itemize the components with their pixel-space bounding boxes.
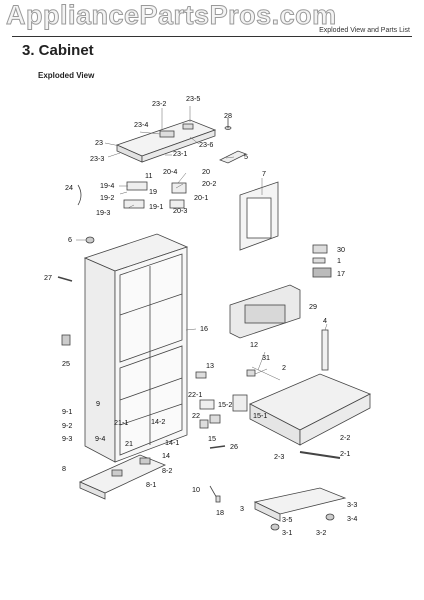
callout-30: 30 [337, 245, 345, 254]
callout-27: 27 [44, 273, 52, 282]
callout-22: 22 [192, 411, 200, 420]
base-assembly-2 [249, 373, 371, 446]
callout-9-1: 9-1 [62, 407, 72, 416]
callout-18: 18 [216, 508, 224, 517]
top-cover-part [115, 119, 217, 163]
callout-16: 16 [200, 324, 208, 333]
panel-29-part [229, 284, 301, 339]
callout-8-2: 8-2 [162, 466, 172, 475]
callout-23: 23 [95, 138, 103, 147]
callout-labels: 23-5 23-2 28 23-4 23 23-6 23-1 23-3 5 20… [44, 94, 357, 537]
callout-19-2: 19-2 [100, 193, 114, 202]
section-title: 3. Cabinet [22, 42, 94, 59]
callout-15-2: 15-2 [218, 400, 232, 409]
callout-12: 12 [250, 340, 258, 349]
callout-23-3: 23-3 [90, 154, 104, 163]
callout-19-1: 19-1 [149, 202, 163, 211]
misc-small-parts [57, 236, 256, 449]
callout-20-2: 20-2 [202, 179, 216, 188]
callout-8: 8 [62, 464, 66, 473]
callout-23-4: 23-4 [134, 120, 148, 129]
callout-23-5: 23-5 [186, 94, 200, 103]
callout-23-2: 23-2 [152, 99, 166, 108]
screw-28 [224, 118, 232, 130]
leader-lines [76, 106, 328, 381]
callout-9-4: 9-4 [95, 434, 105, 443]
callout-20: 20 [202, 167, 210, 176]
callout-10: 10 [192, 485, 200, 494]
callout-14-1: 14-1 [165, 438, 179, 447]
door-panel-part [239, 181, 279, 251]
cabinet-body [83, 233, 189, 463]
header-section-label: Exploded View and Parts List [319, 27, 410, 34]
callout-3-3: 3-3 [347, 500, 357, 509]
callout-3-5: 3-5 [282, 515, 292, 524]
callout-13: 13 [206, 361, 214, 370]
callout-3-4: 3-4 [347, 514, 357, 523]
callout-20-1: 20-1 [194, 193, 208, 202]
callout-6: 6 [68, 235, 72, 244]
callout-8-1: 8-1 [146, 480, 156, 489]
control-modules [312, 244, 332, 278]
callout-1: 1 [337, 256, 341, 265]
callout-23-1: 23-1 [173, 149, 187, 158]
callout-3: 3 [240, 504, 244, 513]
callout-24: 24 [65, 183, 73, 192]
callout-7: 7 [262, 169, 266, 178]
callout-20-3: 20-3 [173, 206, 187, 215]
callout-31: 31 [262, 353, 270, 362]
callout-9-2: 9-2 [62, 421, 72, 430]
rod-4 [321, 329, 329, 371]
callout-19-3: 19-3 [96, 208, 110, 217]
callout-15-1: 15-1 [253, 411, 267, 420]
callout-9: 9 [96, 399, 100, 408]
callout-17: 17 [337, 269, 345, 278]
bottom-cover-8 [79, 454, 167, 500]
callout-2-1: 2-1 [340, 449, 350, 458]
callout-4: 4 [323, 316, 327, 325]
callout-21: 21 [125, 439, 133, 448]
header-rule [12, 36, 412, 37]
callout-5: 5 [244, 152, 248, 161]
callout-29: 29 [309, 302, 317, 311]
watermark: AppliancePartsPros.com [6, 0, 337, 31]
callout-14-2: 14-2 [151, 417, 165, 426]
callout-3-2: 3-2 [316, 528, 326, 537]
callout-11: 11 [145, 171, 152, 180]
callout-25: 25 [62, 359, 70, 368]
callout-28: 28 [224, 111, 232, 120]
callout-26: 26 [230, 442, 238, 451]
callout-19: 19 [149, 187, 157, 196]
callout-20-4: 20-4 [163, 167, 177, 176]
callout-15: 15 [208, 434, 216, 443]
callout-22-1: 22-1 [188, 390, 202, 399]
callout-3-1: 3-1 [282, 528, 292, 537]
hinge-bracket-parts [77, 181, 187, 209]
rod-2-1 [299, 451, 341, 459]
callout-23-6: 23-6 [199, 140, 213, 149]
bottom-cover-3 [253, 487, 347, 531]
callout-9-3: 9-3 [62, 434, 72, 443]
callout-2: 2 [282, 363, 286, 372]
callout-19-4: 19-4 [100, 181, 114, 190]
exploded-view-subtitle: Exploded View [38, 71, 95, 80]
callout-2-3: 2-3 [274, 452, 284, 461]
callout-2-2: 2-2 [340, 433, 350, 442]
callout-21-1: 21-1 [114, 418, 128, 427]
callout-14: 14 [162, 451, 170, 460]
screw-10-18 [209, 485, 221, 503]
